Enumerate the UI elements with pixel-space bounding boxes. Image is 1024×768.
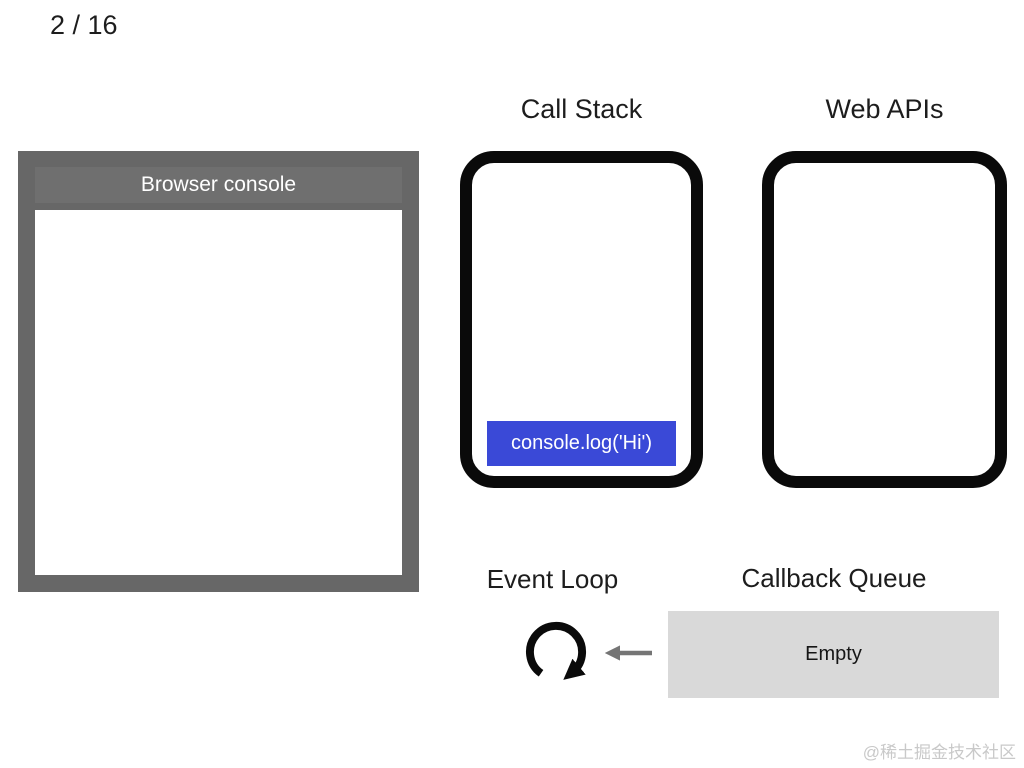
web-apis-box xyxy=(762,151,1007,488)
call-stack-title: Call Stack xyxy=(520,94,643,124)
call-stack-box: console.log('Hi') xyxy=(460,151,703,488)
callback-queue-status: Empty xyxy=(805,643,862,665)
browser-console-title: Browser console xyxy=(35,167,402,203)
queue-to-loop-arrow-icon xyxy=(604,645,652,661)
browser-console-output xyxy=(35,210,402,575)
callback-queue-box: Empty xyxy=(668,611,999,698)
event-loop-title: Event Loop xyxy=(486,564,619,594)
browser-console-panel: Browser console xyxy=(18,151,419,592)
slide-counter: 2 / 16 xyxy=(50,10,118,40)
call-stack-frame: console.log('Hi') xyxy=(487,421,676,466)
watermark: @稀土掘金技术社区 xyxy=(862,743,1016,762)
web-apis-title: Web APIs xyxy=(825,94,944,124)
callback-queue-title: Callback Queue xyxy=(741,563,927,593)
event-loop-icon xyxy=(526,621,586,680)
